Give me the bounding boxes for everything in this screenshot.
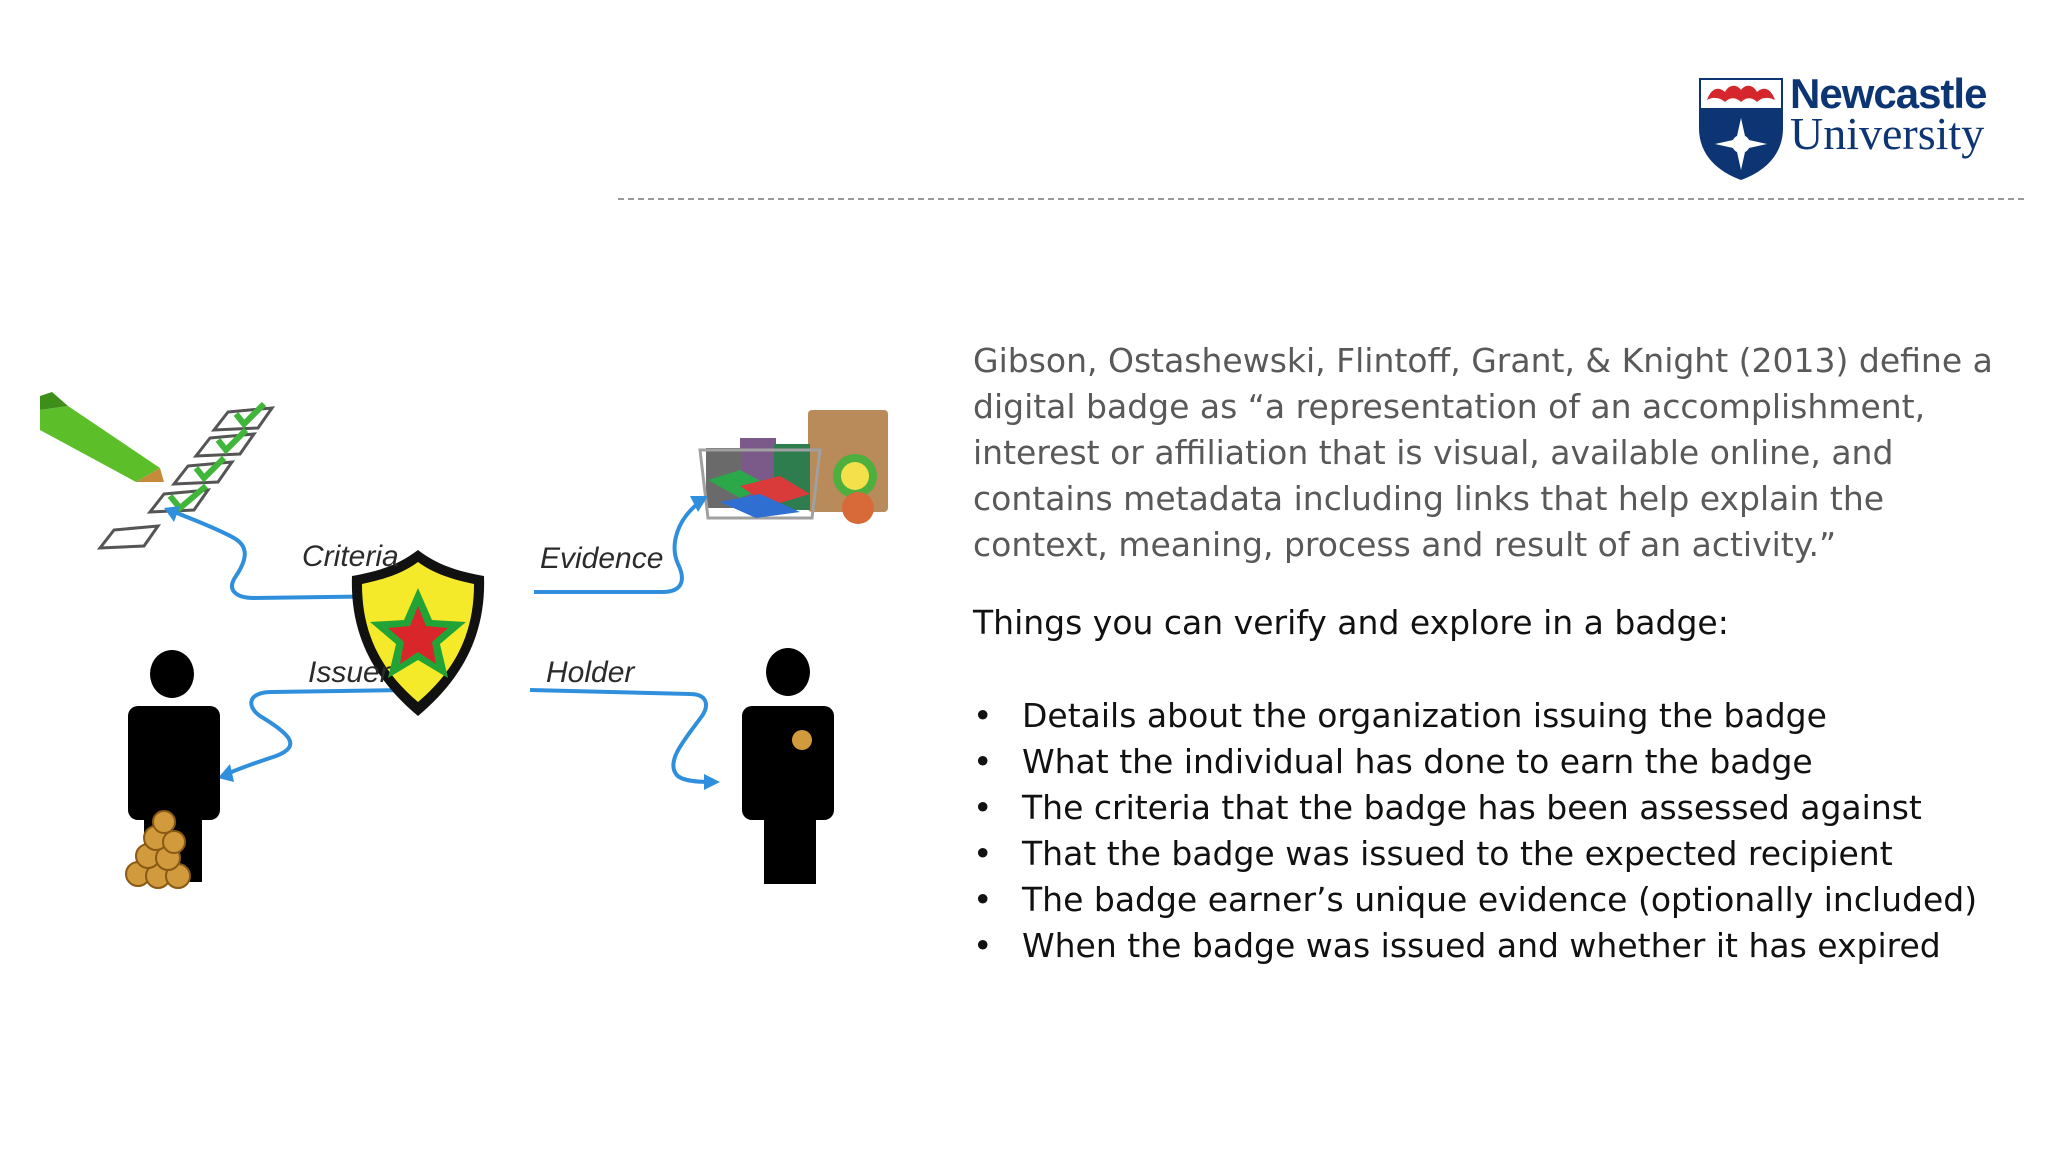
list-item: That the badge was issued to the expecte…	[973, 831, 2033, 877]
criteria-label: Criteria	[302, 540, 399, 573]
issuer-person-icon	[125, 650, 220, 889]
university-logo: Newcastle University	[1697, 70, 2017, 184]
holder-person-icon	[742, 648, 834, 884]
list-item: What the individual has done to earn the…	[973, 739, 2033, 785]
checklist-icon	[96, 401, 276, 550]
pencil-icon	[40, 392, 164, 482]
logo-line-1: Newcastle	[1790, 70, 1987, 117]
verify-list: Details about the organization issuing t…	[973, 693, 2033, 969]
badge-diagram: Criteria Evidence Issuer Holder	[40, 390, 900, 890]
evidence-label: Evidence	[540, 542, 664, 575]
logo-line-2: University	[1790, 108, 1985, 159]
holder-label: Holder	[546, 656, 635, 689]
list-item: Details about the organization issuing t…	[973, 693, 2033, 739]
flow-arrows	[169, 500, 713, 784]
verify-heading: Things you can verify and explore in a b…	[973, 603, 1729, 642]
definition-quote: Gibson, Ostashewski, Flintoff, Grant, & …	[973, 341, 1993, 564]
list-item: The badge earner’s unique evidence (opti…	[973, 877, 2033, 923]
issuer-label: Issuer	[308, 656, 390, 689]
crest-icon	[1699, 78, 1783, 180]
arrowheads	[164, 496, 720, 790]
list-item: When the badge was issued and whether it…	[973, 923, 2033, 969]
header-divider	[618, 198, 2024, 200]
badge-shield-icon	[351, 550, 485, 716]
evidence-basket-icon	[698, 410, 888, 524]
list-item: The criteria that the badge has been ass…	[973, 785, 2033, 831]
